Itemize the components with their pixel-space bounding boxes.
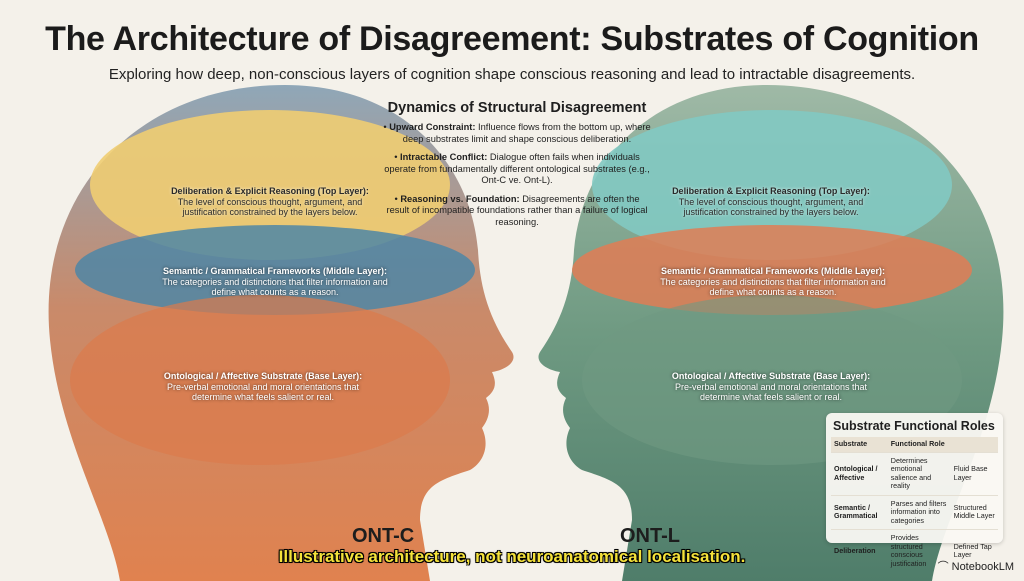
right-middle-layer-label: Semantic / Grammatical Frameworks (Middl… <box>660 266 886 297</box>
dynamics-item: • Intractable Conflict: Dialogue often f… <box>384 152 650 185</box>
roles-heading: Substrate Functional Roles <box>833 419 995 433</box>
dynamics-heading: Dynamics of Structural Disagreement <box>387 100 647 116</box>
left-base-layer <box>70 295 450 465</box>
right-top-layer-label: Deliberation & Explicit Reasoning (Top L… <box>672 186 870 217</box>
left-top-layer <box>90 110 450 260</box>
dynamics-item: • Upward Constraint: Influence flows fro… <box>383 122 651 144</box>
ont-c-label: ONT-C <box>352 525 415 547</box>
left-base-layer-label: Ontological / Affective Substrate (Base … <box>163 371 363 402</box>
left-middle-layer <box>75 225 475 315</box>
ont-l-label: ONT-L <box>620 525 680 547</box>
page-title: The Architecture of Disagreement: Substr… <box>45 20 979 58</box>
column-header: Substrate <box>831 437 888 452</box>
right-base-layer-label: Ontological / Affective Substrate (Base … <box>671 371 871 402</box>
column-header: Functional Role <box>887 437 998 452</box>
page-subtitle: Exploring how deep, non-conscious layers… <box>108 66 916 83</box>
right-top-layer <box>592 110 952 260</box>
left-top-layer-label: Deliberation & Explicit Reasoning (Top L… <box>171 186 369 217</box>
right-middle-layer <box>572 225 972 315</box>
notebooklm-logo: ⌒ NotebookLM <box>937 561 1014 573</box>
left-middle-layer-label: Semantic / Grammatical Frameworks (Middl… <box>162 266 388 297</box>
dynamics-panel: Dynamics of Structural Disagreement • Up… <box>372 100 662 235</box>
notebooklm-icon: ⌒ <box>937 561 952 573</box>
caption-subtitle: Illustrative architecture, not neuroanat… <box>278 547 746 566</box>
dynamics-item: • Reasoning vs. Foundation: Disagreement… <box>386 193 648 227</box>
